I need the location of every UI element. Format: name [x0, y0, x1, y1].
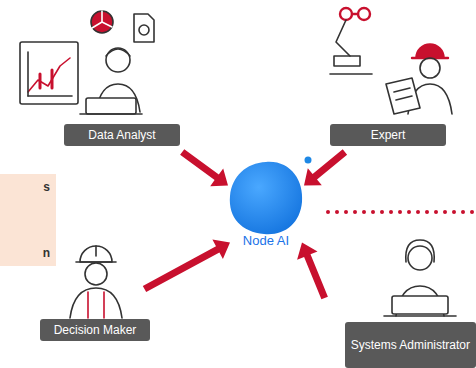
note-box: sn: [0, 174, 56, 266]
analyst-figure: [20, 11, 154, 114]
node-text: Decision Maker: [54, 323, 137, 337]
node-ai-logo: [230, 157, 312, 235]
role-label: Systems Administrator: [345, 322, 476, 368]
arrow-shape: [180, 149, 228, 186]
decision-maker-figure: [70, 246, 122, 318]
expert-figure: [330, 8, 452, 114]
role-label: Data Analyst: [64, 124, 180, 146]
role-label: Decision Maker: [40, 319, 150, 341]
node-text: Systems Administrator: [351, 338, 470, 352]
node-text: Expert: [371, 128, 406, 142]
node-text: n: [43, 246, 50, 260]
arrow-connector: [180, 149, 228, 186]
node-text: s: [43, 180, 50, 194]
admin-figure: [384, 240, 456, 316]
role-label: Expert: [330, 124, 446, 146]
arrow-shape: [297, 243, 328, 300]
arrow-shape: [304, 149, 347, 185]
node-text: Data Analyst: [88, 128, 155, 142]
dotted-line: [326, 210, 474, 214]
node-text: Node AI: [243, 233, 289, 248]
arrow-connector: [143, 240, 230, 293]
arrow-shape: [143, 240, 230, 293]
arrow-connector: [304, 149, 347, 185]
node-ai-hub: Node AI: [226, 158, 306, 250]
arrow-connector: [297, 243, 328, 300]
